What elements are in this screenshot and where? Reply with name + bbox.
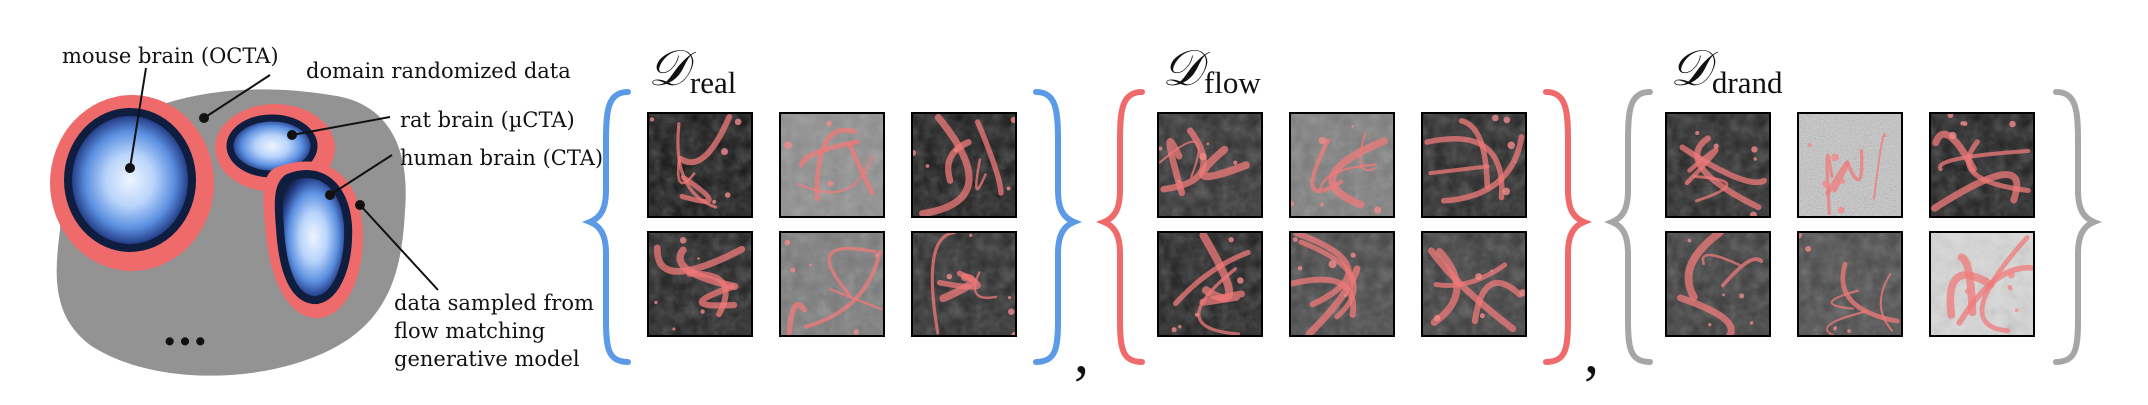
set-flow: 𝒟flow [1095,40,1593,365]
set-drand: 𝒟drand [1603,40,2103,365]
separator-comma-2: , [1584,319,1599,385]
set-drand-title: 𝒟drand [1670,40,1783,100]
label-domain-randomized: domain randomized data [306,59,571,83]
thumbnail-image [647,231,753,337]
label-human-brain: human brain (CTA) [400,146,603,170]
set-flow-title: 𝒟flow [1162,40,1261,100]
set-real-left-brace [581,89,631,365]
thumbnail-image [1157,231,1263,337]
thumbnail-image [1289,112,1395,218]
set-drand-left-brace [1603,89,1653,365]
thumbnail-image [1929,112,2035,218]
label-sampled-line1: data sampled from [394,291,594,315]
thumbnail-image [911,231,1017,337]
ellipsis: ... [162,305,208,356]
thumbnail-image [1157,112,1263,218]
thumbnail-image [1665,231,1771,337]
set-flow-images [1157,112,1527,337]
label-rat-brain: rat brain (µCTA) [400,108,575,132]
set-real-right-brace [1033,89,1083,365]
thumbnail-image [1665,112,1771,218]
set-real: 𝒟real [581,40,1083,365]
set-flow-right-brace [1543,89,1593,365]
thumbnail-image [1797,231,1903,337]
set-drand-images [1665,112,2035,337]
label-mouse-brain: mouse brain (OCTA) [62,44,279,68]
set-flow-left-brace [1095,89,1145,365]
set-drand-right-brace [2053,89,2103,365]
distribution-diagram: mouse brain (OCTA) domain randomized dat… [50,44,603,376]
thumbnail-image [779,112,885,218]
thumbnail-image [779,231,885,337]
thumbnail-image [647,112,753,218]
set-real-images [647,112,1017,337]
set-real-title: 𝒟real [648,40,736,100]
thumbnail-image [1421,231,1527,337]
thumbnail-image [1421,112,1527,218]
thumbnail-image [1929,231,2035,337]
label-sampled-line3: generative model [394,347,580,371]
separator-comma-1: , [1074,319,1089,385]
mouse-brain-distribution [50,95,214,271]
human-brain-distribution [263,161,363,319]
label-sampled-line2: flow matching [394,319,545,343]
thumbnail-image [1289,231,1395,337]
thumbnail-image [1797,112,1903,218]
thumbnail-image [911,112,1017,218]
